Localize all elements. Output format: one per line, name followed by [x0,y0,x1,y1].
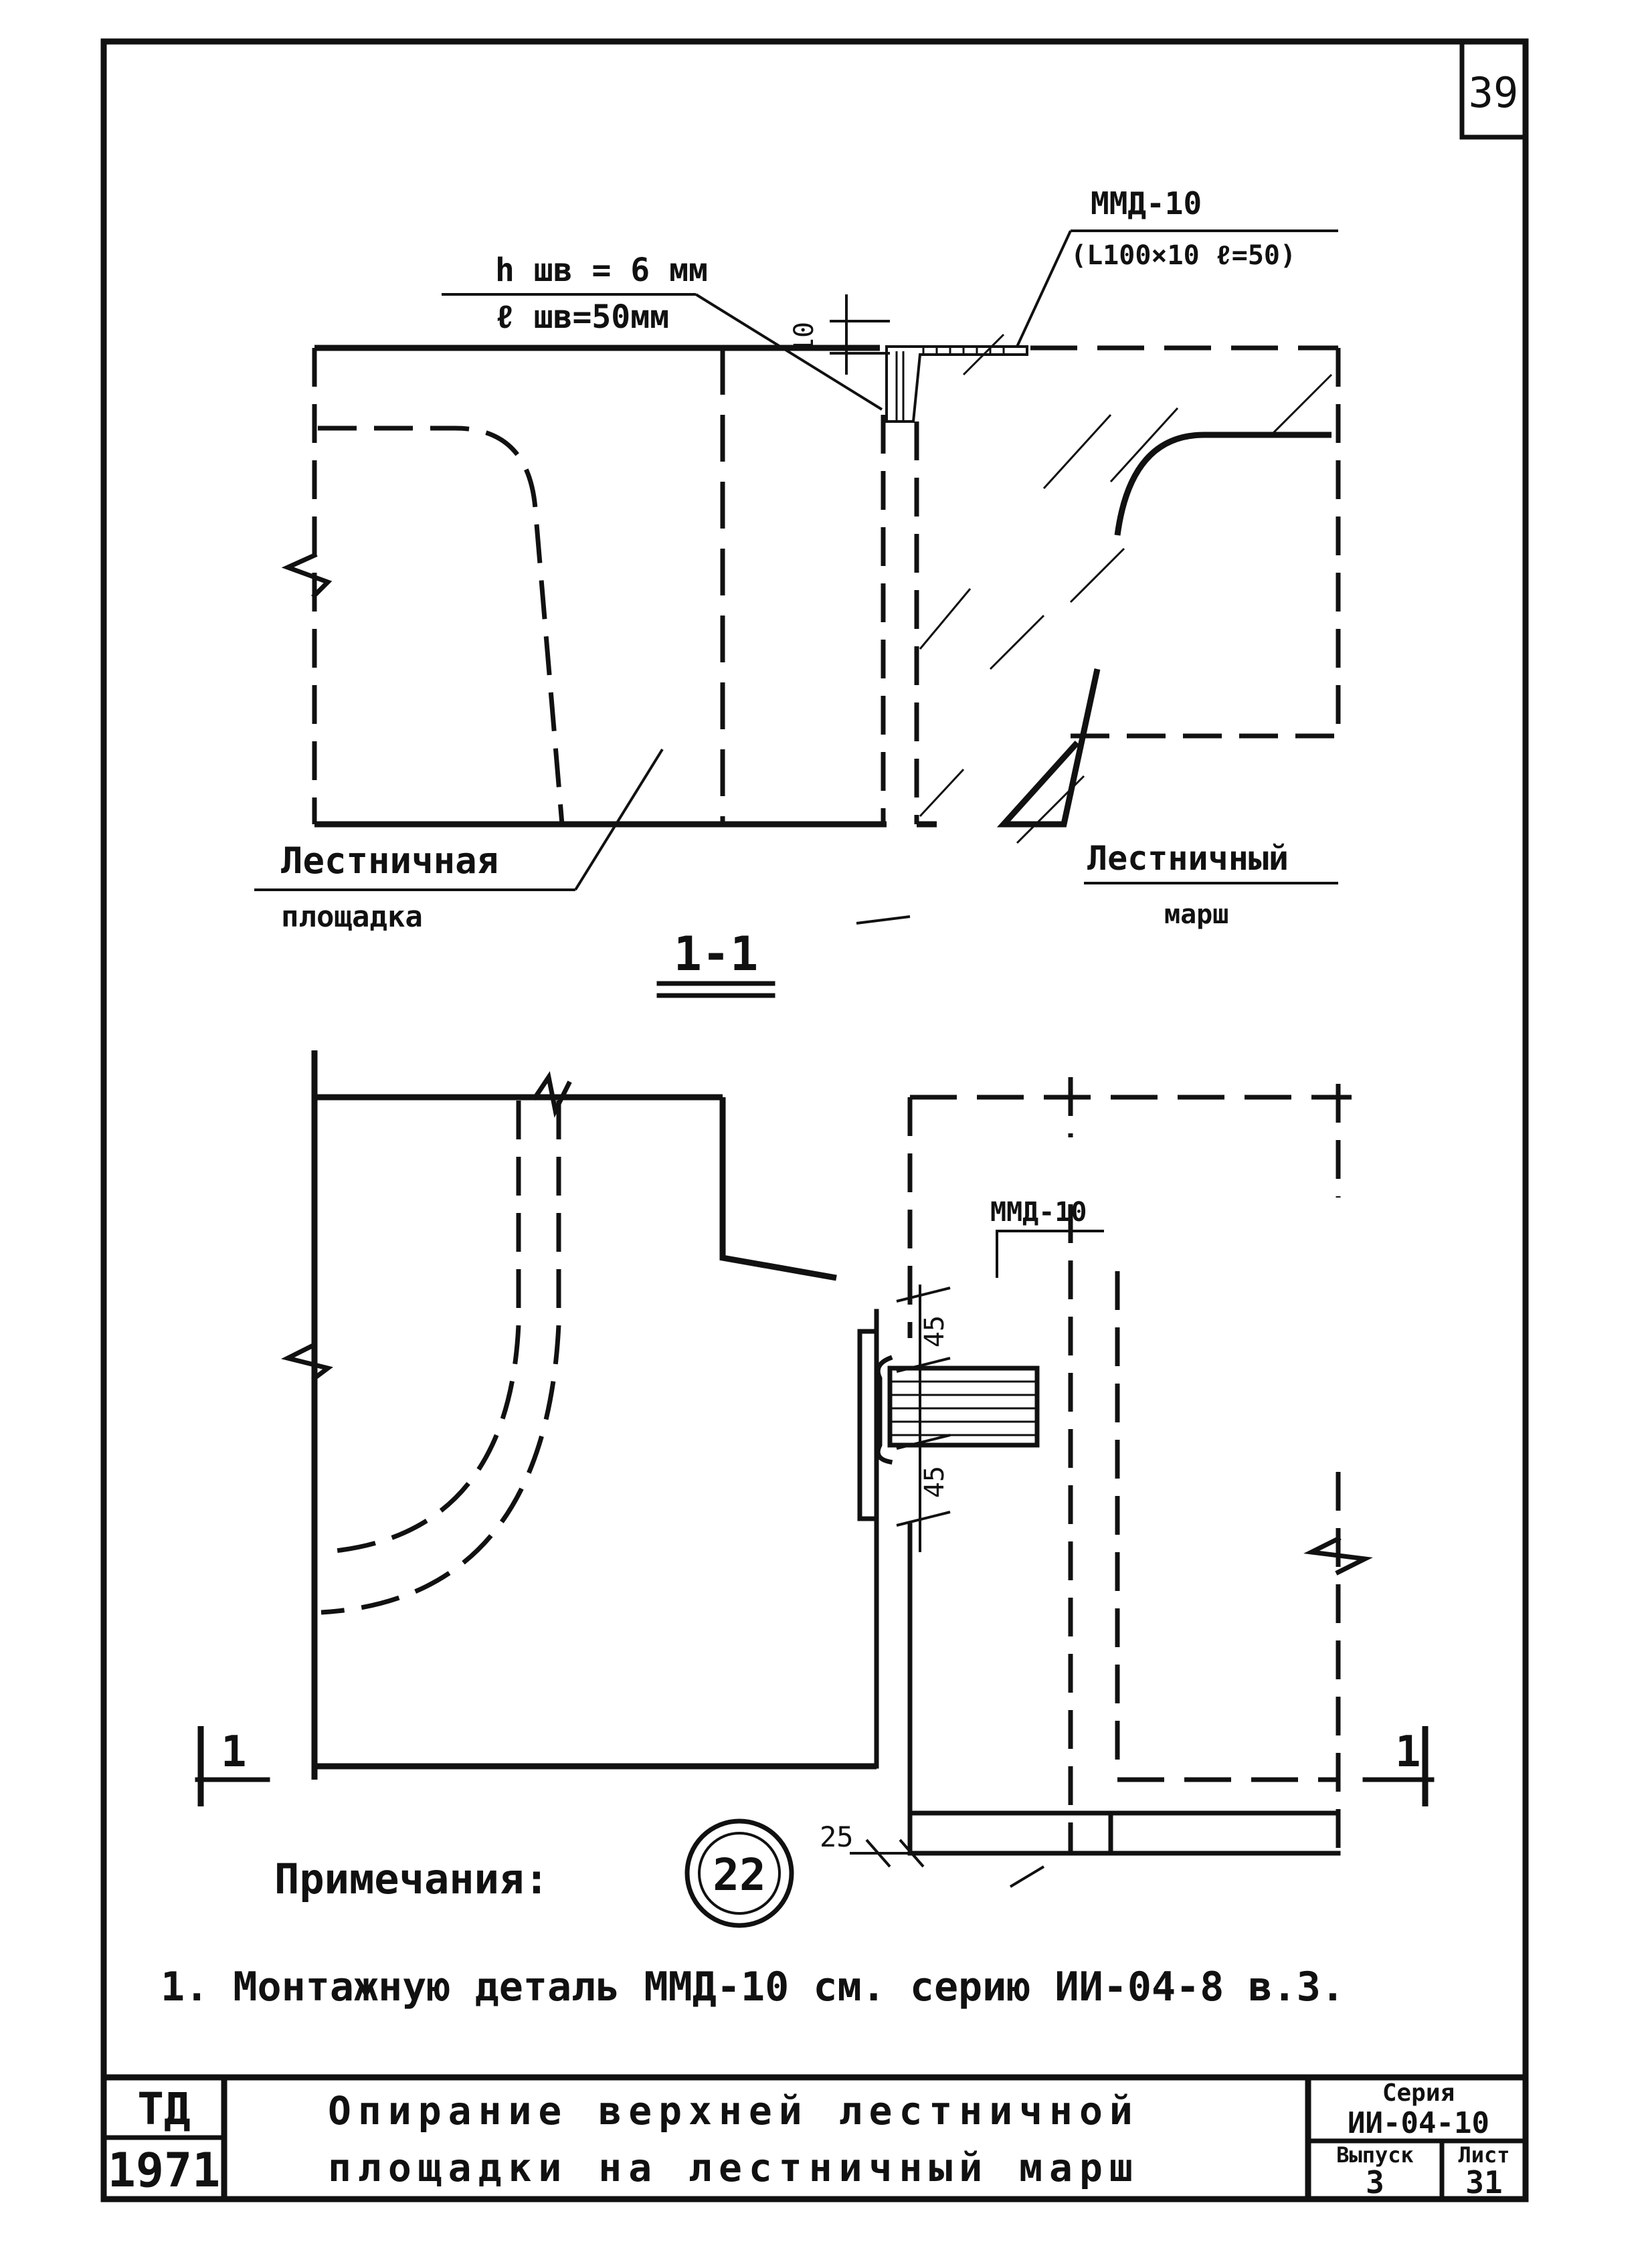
title-block: ТД 1971 Опирание верхней лестничной площ… [101,2074,1528,2202]
weld-length-label: ℓ шв=50мм [495,298,669,336]
notes: Примечания: 22 1. Монтажную деталь ММД-1… [161,1818,1345,2010]
weld-height-label: h шв = 6 мм [495,252,708,289]
drawing-title-line1: Опирание верхней лестничной [328,2088,1139,2134]
dimension-10: 10 [789,294,890,375]
sheet-label: Лист [1458,2142,1509,2168]
steel-angle [885,345,1028,423]
issue-label: Выпуск [1336,2142,1414,2168]
landing-label-2: площадка [281,900,423,934]
flight-label-2: марш [1164,899,1228,930]
note-1: 1. Монтажную деталь ММД-10 см. серию ИИ-… [161,1964,1345,2010]
series-value: ИИ-04-10 [1348,2106,1489,2140]
landing-label: Лестничная [281,840,498,882]
svg-text:10: 10 [789,322,820,354]
steel-angle-plan [857,1329,879,1521]
svg-text:1: 1 [221,1727,247,1777]
sheet-frame [100,38,1529,2202]
org-label: ТД [137,2083,190,2135]
dimension-45-bottom: 45 [919,1466,950,1498]
section-cut-left: 1 [195,1726,270,1806]
part-name-label: ММД-10 [1091,185,1202,221]
year-label: 1971 [108,2143,221,2198]
section-cut-right: 1 [1362,1726,1435,1806]
series-label: Серия [1382,2079,1455,2107]
section-label: 1-1 [674,927,758,981]
section-1-1-drawing: h шв = 6 мм ℓ шв=50мм 10 ММД-10 (L100×10… [254,185,1341,998]
notes-heading: Примечания: [274,1855,549,1903]
part-spec-label: (L100×10 ℓ=50) [1071,240,1296,271]
plan-drawing: 45 45 ММД-10 25 1 1 [195,1050,1435,1888]
page-number-box: 39 [1459,39,1528,140]
issue-value: 3 [1366,2164,1384,2200]
concrete-hatching [919,333,1333,844]
node-number-circle [684,1818,794,1928]
sheet-value: 31 [1465,2164,1502,2200]
dimension-25: 25 [820,1820,854,1853]
drawing-title-line2: площадки на лестничный марш [328,2145,1139,2190]
dimension-45-top: 45 [919,1315,950,1347]
page-number: 39 [1469,68,1519,117]
node-number: 22 [713,1849,765,1901]
flight-label: Лестничный [1087,839,1289,878]
svg-text:1: 1 [1395,1727,1421,1777]
